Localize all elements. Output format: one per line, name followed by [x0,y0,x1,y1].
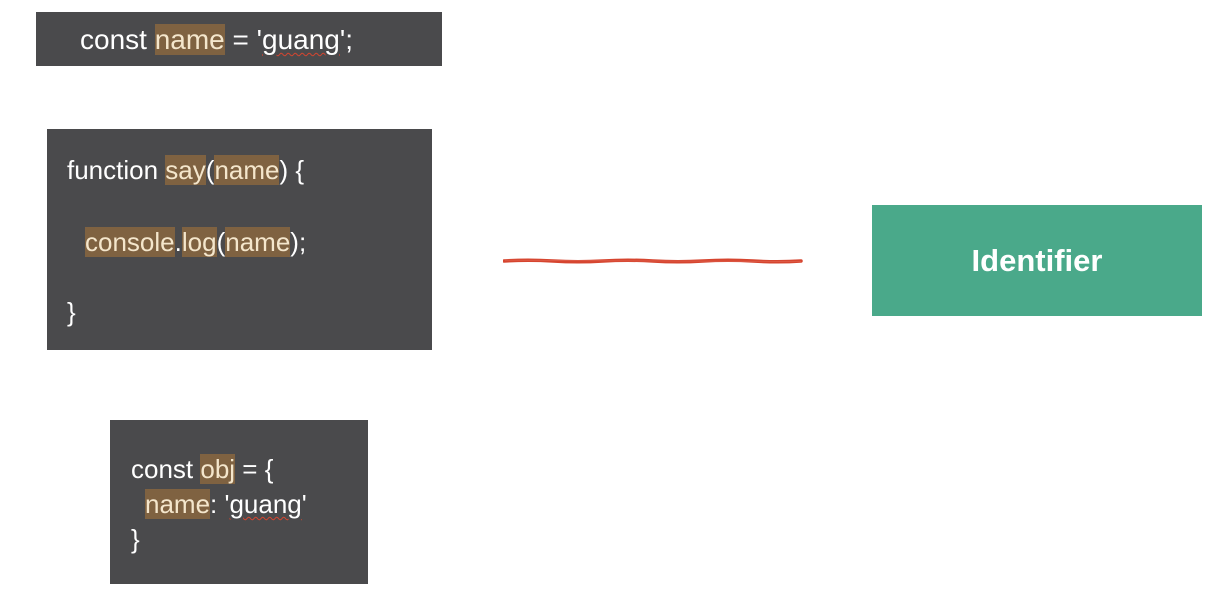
keyword-const: const [131,454,201,484]
code-line: console.log(name); [85,227,307,257]
identifier-label: Identifier [971,242,1103,278]
identifier-highlight-name: name [214,155,280,185]
code-text: ' [301,489,307,519]
code-text: ( [205,155,215,185]
code-text: = { [235,454,274,484]
keyword-const: const [80,24,155,55]
code-line: name: 'guang' [145,489,307,519]
keyword-function: function [67,155,166,185]
code-line: const name = 'guang'; [80,24,354,55]
identifier-highlight-console: console [85,227,175,257]
identifier-highlight-name: name [154,24,225,55]
code-line: } [67,297,76,327]
string-guang: guang [262,24,340,55]
code-snippet-const-name: const name = 'guang'; [36,12,442,66]
string-guang: guang [229,489,302,519]
identifier-highlight-name: name [145,489,211,519]
code-line: } [131,524,140,554]
code-text: : ' [210,489,230,519]
identifier-highlight-say: say [165,155,206,185]
connector-line [503,258,803,264]
code-text: . [174,227,182,257]
code-line: const obj = { [131,454,274,484]
code-snippet-const-obj: const obj = { name: 'guang' } [110,420,368,584]
code-snippet-function-say: function say(name) { console.log(name); … [47,129,432,350]
identifier-highlight-name: name [225,227,291,257]
code-text: '; [339,24,354,55]
code-text: = ' [224,24,263,55]
code-text: ( [216,227,226,257]
connector-stroke-texture [504,259,802,263]
code-text: ); [290,227,307,257]
identifier-highlight-obj: obj [200,454,236,484]
identifier-box: Identifier [872,205,1202,316]
code-text: ) { [279,155,305,185]
identifier-highlight-log: log [181,227,217,257]
code-line: function say(name) { [67,155,305,185]
